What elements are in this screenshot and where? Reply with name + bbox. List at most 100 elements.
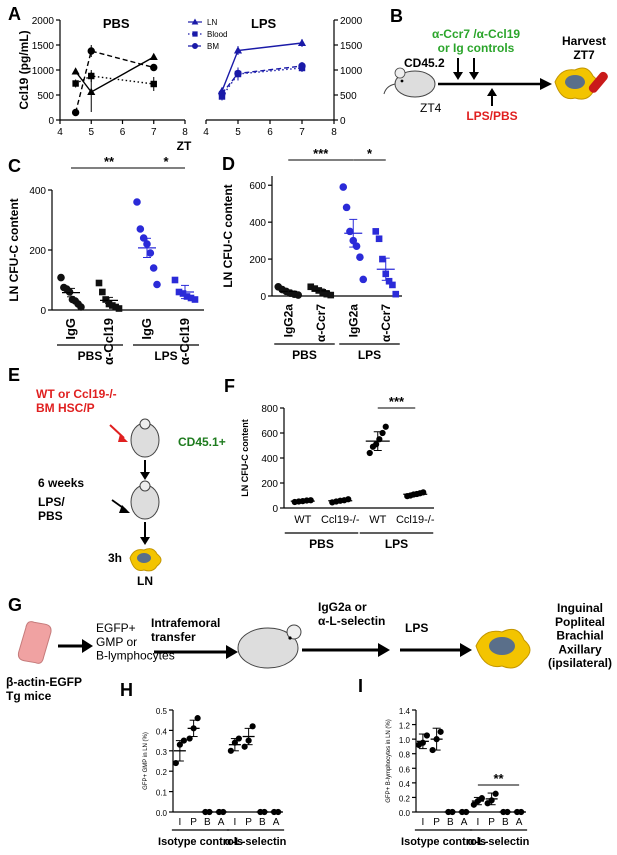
- category-6: B: [499, 808, 512, 828]
- data-point: [437, 728, 444, 735]
- bone-icon: [17, 621, 52, 664]
- y-tick-label: 600: [261, 429, 278, 440]
- chart-title: LPS: [251, 16, 277, 31]
- category-label: IgG2a: [281, 304, 295, 338]
- data-point: [342, 203, 351, 212]
- data-point: [382, 423, 389, 430]
- recipient-label: CD45.1+: [178, 435, 226, 449]
- y-tick-label: 1500: [340, 41, 363, 52]
- x-tick-label: 6: [120, 127, 126, 138]
- category-0: IgG2a: [274, 282, 303, 338]
- x-tick-label: 7: [151, 127, 157, 138]
- y-axis-label: LN CFU-C content: [7, 198, 21, 301]
- panel-letter-d: D: [222, 154, 235, 174]
- data-point: [327, 291, 335, 299]
- data-point: [57, 273, 65, 282]
- injection-arrows: [453, 58, 497, 106]
- challenge-label: LPS/PBS: [466, 109, 517, 123]
- y-tick-label: 200: [249, 255, 266, 266]
- y-tick-label: 1.2: [399, 722, 411, 731]
- y-tick-label: 2000: [32, 16, 55, 27]
- x-tick-label: 6: [267, 127, 273, 138]
- category-5: P: [241, 723, 256, 828]
- series-line: [221, 67, 303, 97]
- y-tick-label: 0: [340, 116, 346, 127]
- series-bm: [71, 45, 158, 117]
- y-tick-label: 0: [272, 504, 278, 515]
- data-point: [372, 228, 380, 235]
- data-point: [136, 225, 145, 233]
- category-label: B: [204, 817, 211, 828]
- y-tick-label: 0.6: [399, 765, 411, 774]
- data-point: [249, 723, 256, 730]
- panel-letter-c: C: [8, 156, 21, 176]
- data-point: [99, 288, 106, 296]
- x-tick-label: 7: [299, 127, 305, 138]
- time-start-label: ZT4: [420, 101, 442, 115]
- data-point: [171, 276, 179, 284]
- category-label: A: [273, 817, 280, 828]
- category-label: IgG2a: [346, 304, 360, 338]
- data-point: [146, 249, 155, 257]
- y-axis-label: GFP+ B-lymphocytes in LN (%): [386, 719, 392, 803]
- group-label: PBS: [292, 348, 317, 362]
- category-5: P: [484, 790, 499, 828]
- category-2: WT: [365, 423, 390, 526]
- wait-label: 6 weeks: [38, 476, 84, 490]
- series-line: [75, 56, 155, 93]
- lymph-node-icon-g: [475, 628, 531, 669]
- category-label: A: [218, 817, 225, 828]
- data-point: [149, 52, 158, 61]
- x-tick-label: 8: [182, 127, 188, 138]
- y-tick-label: 0.2: [399, 794, 411, 803]
- data-point: [149, 264, 158, 272]
- y-tick-label: 0.1: [156, 789, 168, 798]
- data-point: [87, 47, 95, 55]
- y-tick-label: 0.3: [156, 748, 168, 757]
- category-label: α-Ccr7: [314, 304, 328, 342]
- category-3: α-Ccr7: [372, 228, 400, 342]
- data-point: [71, 67, 80, 75]
- data-point: [153, 280, 161, 289]
- legend-marker: [192, 31, 198, 37]
- category-label: α-Ccl19: [177, 318, 192, 365]
- x-tick-label: 4: [203, 127, 209, 138]
- y-tick-label: 400: [249, 218, 266, 229]
- y-tick-label: 500: [37, 91, 54, 102]
- challenge-label-e: LPS/PBS: [38, 495, 65, 523]
- category-3: A: [215, 808, 228, 828]
- series-blood: [218, 64, 306, 101]
- challenged-mouse-icon: [130, 480, 160, 520]
- mouse-strain-label: CD45.2: [404, 56, 445, 70]
- data-point: [385, 277, 393, 285]
- recipient-mouse-icon: [130, 418, 160, 458]
- category-label: P: [488, 817, 495, 828]
- data-point: [392, 290, 400, 298]
- category-3: α-Ccl19: [171, 276, 199, 365]
- series-bm: [218, 62, 306, 98]
- legend-marker: [191, 18, 199, 25]
- y-tick-label: 1.4: [399, 707, 411, 716]
- y-tick-label: 0: [48, 116, 54, 127]
- schematic-e: WT or Ccl19-/-BM HSC/P CD45.1+ 6 weeks L…: [36, 387, 226, 588]
- category-label: WT: [294, 514, 311, 526]
- category-2: IgG: [133, 198, 161, 340]
- group-label: LPS: [358, 348, 381, 362]
- category-label: I: [233, 817, 236, 828]
- y-tick-label: 0.4: [156, 727, 168, 736]
- panel-letter-g: G: [8, 595, 22, 615]
- series-line: [75, 75, 154, 85]
- x-tick-label: 8: [331, 127, 337, 138]
- category-2: IgG2a: [339, 183, 368, 338]
- category-1: P: [186, 715, 201, 828]
- y-tick-label: 2000: [340, 16, 363, 27]
- data-point: [172, 759, 179, 767]
- y-tick-label: 0: [40, 306, 46, 317]
